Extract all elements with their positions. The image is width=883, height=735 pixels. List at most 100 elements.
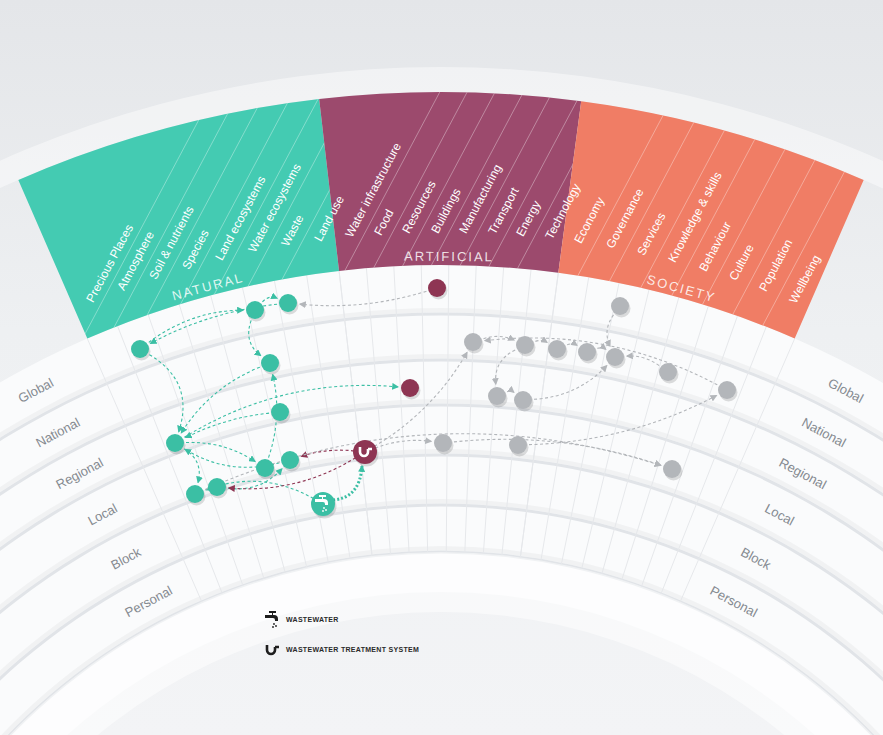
drawing-part bbox=[680, 339, 794, 602]
drawing-part bbox=[520, 273, 558, 557]
relation-arrow bbox=[249, 320, 261, 355]
drawing-part bbox=[307, 275, 350, 559]
system-dot bbox=[208, 478, 226, 496]
system-dot bbox=[131, 340, 149, 358]
legend-item: WASTEWATER bbox=[262, 604, 419, 634]
legend-text: WASTEWATER bbox=[286, 616, 339, 623]
faucet-icon bbox=[265, 611, 278, 621]
drawing-part bbox=[0, 0, 442, 360]
system-dot bbox=[353, 440, 377, 464]
band-heading: ARTIFICIAL bbox=[404, 249, 494, 263]
drawing-part bbox=[622, 306, 708, 580]
scale-label: Regional bbox=[776, 454, 828, 491]
system-dot bbox=[246, 301, 264, 319]
relation-arrow bbox=[607, 315, 614, 346]
system-dot bbox=[271, 403, 289, 421]
drawing-part bbox=[87, 339, 201, 602]
relation-arrow bbox=[262, 297, 277, 302]
column-divider bbox=[29, 8, 311, 360]
scale-label: Regional bbox=[54, 454, 106, 491]
system-dot bbox=[166, 434, 184, 452]
system-dot bbox=[488, 387, 506, 405]
column-divider bbox=[61, 0, 343, 360]
scale-label: National bbox=[799, 415, 848, 451]
drawing-part bbox=[148, 315, 243, 586]
drawing-part bbox=[520, 273, 558, 557]
system-dot bbox=[311, 492, 335, 516]
drawing-part bbox=[339, 271, 372, 556]
system-dot bbox=[509, 436, 527, 454]
scale-label: Personal bbox=[708, 582, 760, 619]
trap-icon bbox=[360, 447, 372, 456]
system-dot bbox=[548, 340, 566, 358]
relation-arrow bbox=[535, 340, 547, 342]
drawing-part bbox=[149, 291, 717, 500]
faucet-icon bbox=[315, 495, 328, 505]
band-fill bbox=[18, 99, 339, 339]
column-divider bbox=[308, 0, 590, 360]
band-shape bbox=[0, 0, 883, 360]
relation-arrow bbox=[186, 413, 269, 437]
relation-arrow bbox=[496, 350, 516, 384]
relation-arrow bbox=[507, 391, 514, 392]
relation-arrow bbox=[205, 434, 660, 490]
legend-text: WASTEWATER TREATMENT SYSTEM bbox=[286, 646, 419, 653]
relation-arrow bbox=[184, 449, 199, 482]
column-divider bbox=[638, 31, 883, 360]
treatment-icon bbox=[262, 639, 282, 659]
system-dot bbox=[261, 354, 279, 372]
drawing-part bbox=[446, 265, 449, 552]
drawing-part bbox=[483, 267, 503, 553]
system-dot bbox=[464, 333, 482, 351]
drawing-part bbox=[366, 268, 390, 554]
scale-label: Local bbox=[763, 501, 797, 529]
system-dot bbox=[514, 391, 532, 409]
drawing-part bbox=[179, 304, 264, 578]
system-dot bbox=[718, 381, 736, 399]
scale-label: Block bbox=[108, 545, 143, 573]
drawing-part bbox=[211, 295, 286, 572]
drawing-part bbox=[642, 316, 738, 586]
system-dot bbox=[434, 434, 452, 452]
column-divider bbox=[577, 10, 859, 360]
flow-arrow bbox=[333, 466, 362, 500]
column-divider bbox=[280, 0, 562, 360]
system-dot bbox=[256, 459, 274, 477]
system-dot bbox=[428, 279, 446, 297]
relation-arrow bbox=[597, 348, 605, 350]
system-dot bbox=[606, 348, 624, 366]
scale-label: Local bbox=[85, 501, 119, 529]
system-dot bbox=[516, 336, 534, 354]
drawing-part bbox=[541, 277, 589, 560]
water-drop bbox=[323, 507, 325, 509]
column-divider bbox=[608, 20, 883, 360]
drawing-part bbox=[465, 266, 476, 553]
relation-arrow bbox=[529, 396, 716, 445]
column-divider bbox=[0, 19, 278, 360]
system-dot bbox=[279, 294, 297, 312]
system-dot bbox=[186, 485, 204, 503]
drawing-part bbox=[561, 283, 619, 564]
column-divider bbox=[516, 0, 798, 360]
system-dot bbox=[281, 451, 299, 469]
wastewater-icon bbox=[262, 609, 282, 629]
relation-arrow bbox=[534, 366, 607, 400]
scale-label: Block bbox=[739, 545, 774, 573]
drawing-part bbox=[0, 552, 883, 735]
scale-label: Global bbox=[16, 375, 56, 406]
water-drop bbox=[322, 510, 324, 512]
relation-arrow bbox=[186, 442, 255, 461]
relation-arrow bbox=[149, 355, 183, 432]
relation-arrow bbox=[454, 439, 661, 465]
relation-arrow bbox=[300, 291, 427, 305]
system-dot bbox=[401, 379, 419, 397]
drawing-part bbox=[421, 265, 427, 552]
relation-arrow bbox=[374, 352, 467, 446]
system-dot bbox=[578, 343, 596, 361]
water-drop bbox=[272, 626, 274, 628]
relation-arrow bbox=[567, 344, 577, 346]
legend-item: WASTEWATER TREATMENT SYSTEM bbox=[262, 634, 419, 664]
system-dot bbox=[611, 297, 629, 315]
